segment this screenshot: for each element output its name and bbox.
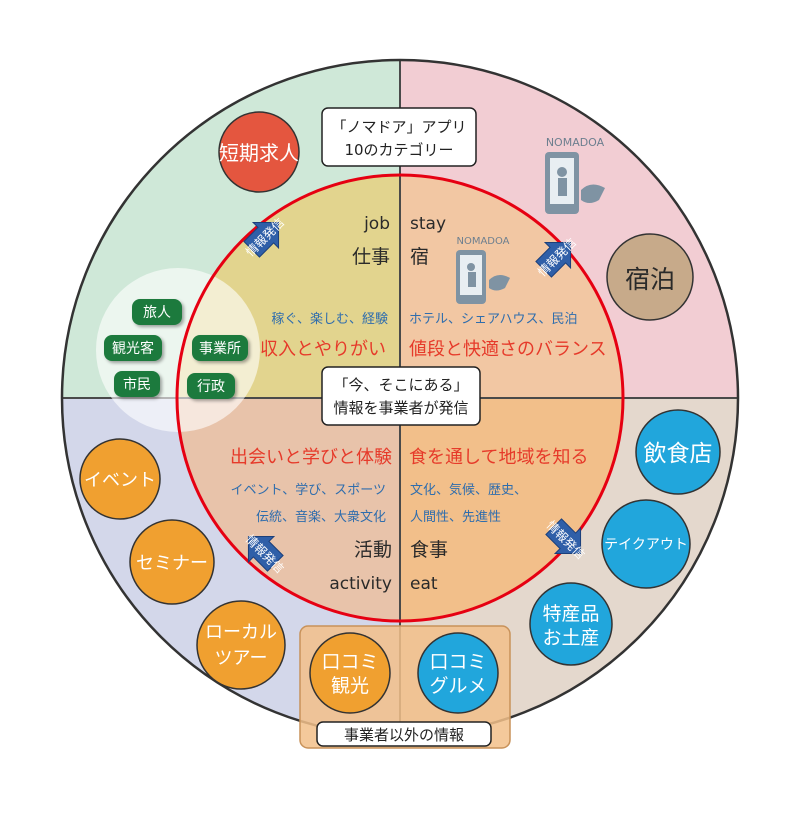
circle-review-tour	[309, 632, 391, 714]
label-restaurant: 飲食店	[644, 441, 713, 467]
circle-seminar	[129, 519, 215, 605]
stay-jp: 宿	[410, 246, 429, 268]
other-info-box: 口コミ 観光 口コミ グルメ 事業者以外の情報	[299, 625, 511, 749]
label-review-gourmet1: 口コミ	[429, 651, 486, 673]
phone-person-icon-small: NOMADOA	[456, 236, 510, 304]
activity-jp: 活動	[354, 539, 392, 561]
label-lodging: 宿泊	[625, 265, 675, 294]
label-review-tour2: 観光	[331, 675, 369, 697]
label-seminar: セミナー	[136, 553, 208, 574]
logo-text-top: NOMADOA	[546, 136, 605, 149]
label-event: イベント	[84, 470, 156, 491]
pill-tourist	[132, 299, 182, 325]
eat-headline: 食を通して地域を知る	[409, 447, 588, 468]
eat-jp: 食事	[410, 539, 448, 561]
stay-tags: ホテル、シェアハウス、民泊	[409, 312, 577, 327]
label-specialty1: 特産品	[542, 603, 599, 625]
circle-lodging	[606, 233, 694, 321]
phone-person-icon: NOMADOA	[545, 136, 605, 214]
header-line2: 10のカテゴリー	[344, 141, 453, 159]
pill-citizen-label: 市民	[123, 376, 151, 393]
activity-en: activity	[329, 574, 392, 594]
pill-government	[187, 373, 235, 399]
job-jp: 仕事	[352, 246, 390, 268]
pill-visitor	[104, 335, 162, 361]
pill-business	[192, 335, 248, 361]
circle-localtour	[196, 600, 286, 690]
circle-shortjob	[218, 111, 300, 193]
label-localtour2: ツアー	[215, 648, 268, 669]
category-circles	[79, 111, 721, 690]
activity-headline: 出会いと学びと体験	[230, 447, 392, 468]
job-tags: 稼ぐ、楽しむ、経験	[271, 311, 388, 327]
eat-tags1: 文化、気候、歴史、	[410, 482, 527, 498]
label-specialty2: お土産	[542, 627, 599, 649]
inner-ring	[175, 173, 625, 623]
circle-review-gourmet	[417, 632, 499, 714]
activity-tags1: イベント、学び、スポーツ	[231, 482, 386, 498]
circle-takeout	[601, 499, 691, 589]
logo-text-inner: NOMADOA	[456, 236, 509, 247]
other-info-label: 事業者以外の情報	[344, 726, 464, 744]
center-line2: 情報を事業者が発信	[333, 399, 468, 417]
pill-tourist-label: 旅人	[143, 305, 171, 321]
header-box: 「ノマドア」アプリ 10のカテゴリー	[321, 107, 477, 167]
pill-citizen	[114, 371, 160, 397]
job-headline: 収入とやりがい	[260, 339, 386, 360]
label-takeout: テイクアウト	[604, 537, 688, 553]
circle-specialty	[529, 582, 613, 666]
activity-tags2: 伝統、音楽、大衆文化	[256, 509, 386, 525]
label-review-tour1: 口コミ	[321, 651, 378, 673]
header-line1: 「ノマドア」アプリ	[331, 118, 466, 136]
pill-visitor-label: 観光客	[112, 340, 154, 357]
stay-en: stay	[410, 214, 446, 234]
eat-en: eat	[410, 574, 438, 594]
user-group-pills	[104, 299, 248, 399]
circle-event	[79, 438, 161, 520]
stay-headline: 値段と快適さのバランス	[409, 339, 607, 360]
job-en: job	[363, 214, 390, 234]
center-line1: 「今、そこにある」	[333, 376, 468, 394]
eat-tags2: 人間性、先進性	[410, 510, 501, 525]
label-shortjob: 短期求人	[219, 141, 299, 165]
pill-government-label: 行政	[197, 379, 225, 395]
circle-restaurant	[635, 409, 721, 495]
label-localtour1: ローカル	[205, 622, 277, 643]
center-box: 「今、そこにある」 情報を事業者が発信	[321, 366, 481, 426]
label-review-gourmet2: グルメ	[429, 675, 486, 697]
pill-business-label: 事業所	[199, 341, 241, 357]
